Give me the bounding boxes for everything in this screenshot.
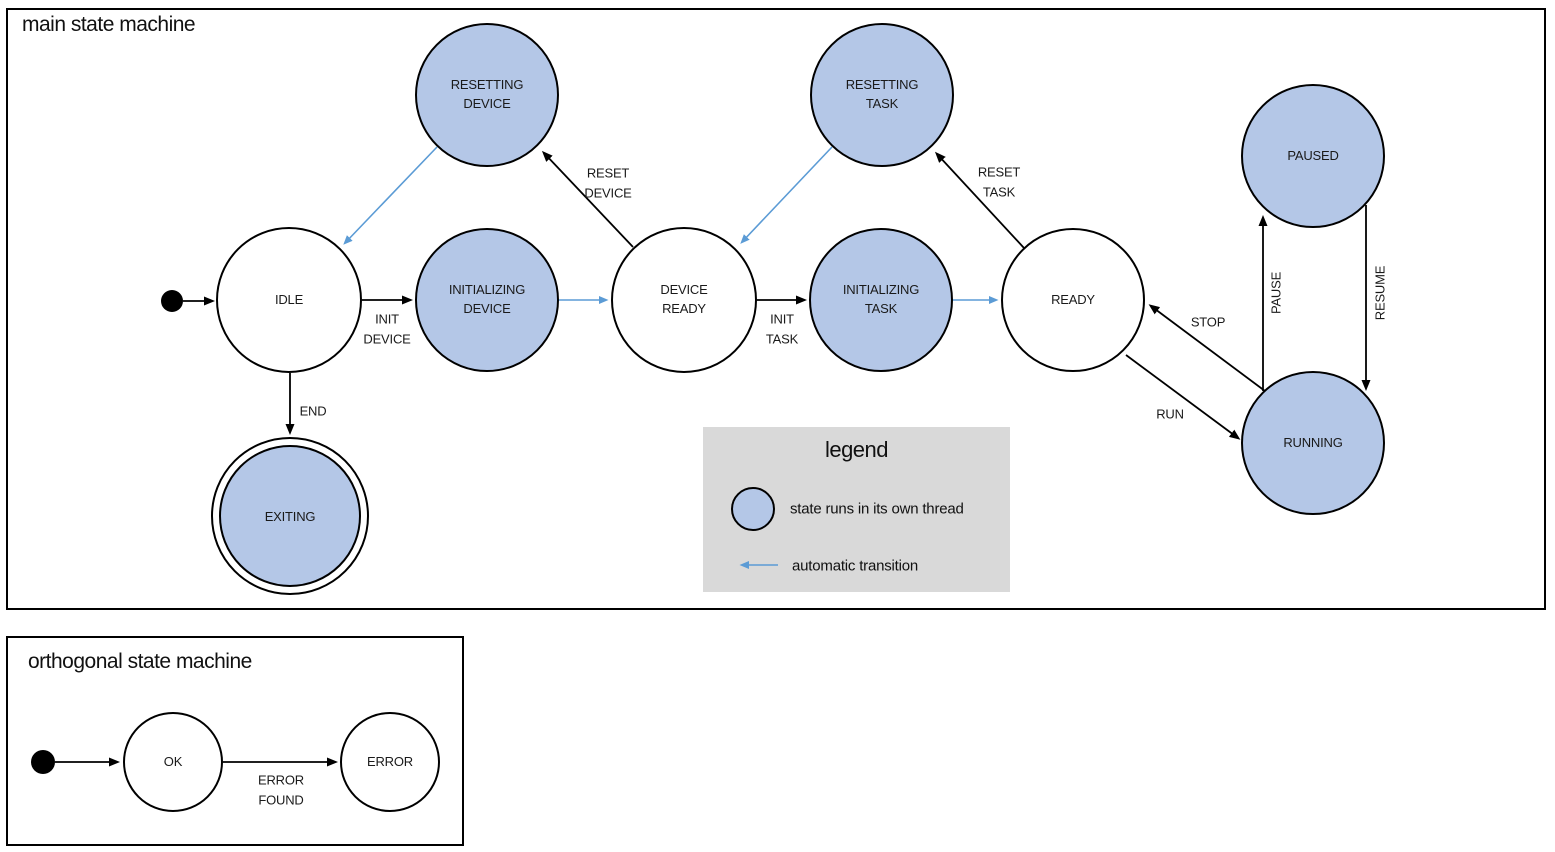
state-idle: IDLE (216, 227, 362, 373)
state-initializing-device: INITIALIZING DEVICE (415, 228, 559, 372)
state-error: ERROR (340, 712, 440, 812)
initial-state-dot-orthogonal (31, 750, 55, 774)
transition-label-stop: STOP (1190, 314, 1226, 330)
legend-threaded-state-icon (731, 487, 775, 531)
state-exiting-label: EXITING (219, 445, 361, 587)
transition-label-end: END (299, 403, 327, 419)
state-ready: READY (1001, 228, 1145, 372)
main-state-machine-panel (6, 8, 1546, 610)
transition-label-error-found: ERROR FOUND (258, 772, 304, 808)
transition-label-init-task: INIT TASK (765, 311, 799, 347)
state-paused: PAUSED (1241, 84, 1385, 228)
state-exiting-final: EXITING (211, 437, 369, 595)
transition-label-pause: PAUSE (1268, 271, 1284, 315)
legend-title: legend (824, 437, 889, 462)
state-resetting-task: RESETTING TASK (810, 23, 954, 167)
legend-auto-item-label: automatic transition (792, 557, 919, 575)
state-device-ready: DEVICE READY (611, 227, 757, 373)
orthogonal-panel-title: orthogonal state machine (28, 650, 252, 673)
main-panel-title: main state machine (22, 13, 196, 36)
initial-state-dot-main (161, 290, 183, 312)
state-ok: OK (123, 712, 223, 812)
transition-label-reset-task: RESET TASK (977, 164, 1021, 200)
transition-label-init-device: INIT DEVICE (363, 311, 411, 347)
transition-label-resume: RESUME (1372, 265, 1388, 321)
transition-label-run: RUN (1156, 406, 1184, 422)
legend-thread-item-label: state runs in its own thread (790, 500, 964, 518)
state-initializing-task: INITIALIZING TASK (809, 228, 953, 372)
state-running: RUNNING (1241, 371, 1385, 515)
orthogonal-state-machine-panel (6, 636, 464, 846)
state-resetting-device: RESETTING DEVICE (415, 23, 559, 167)
transition-label-reset-device: RESET DEVICE (584, 165, 632, 201)
